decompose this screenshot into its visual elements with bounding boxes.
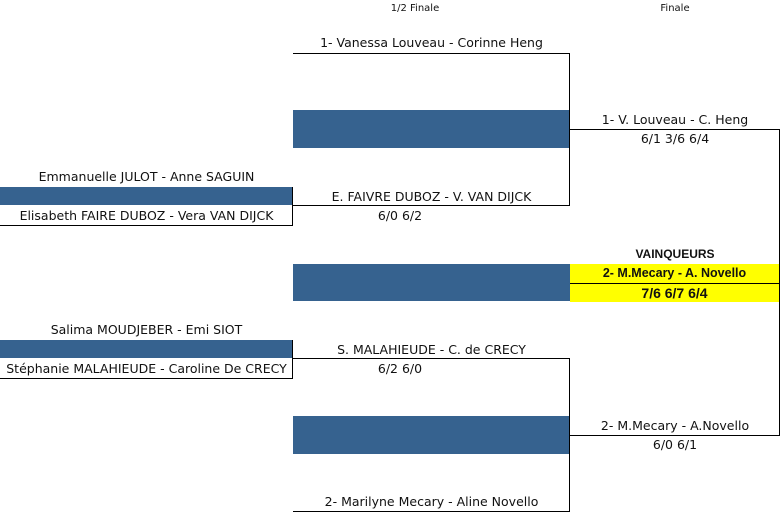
semifinal-slot-3-line [293, 358, 570, 359]
match-2-blue-bar [0, 340, 293, 358]
semifinal-bracket-bottom [569, 358, 570, 512]
match-2-top-pair: Salima MOUDJEBER - Emi SIOT [50, 322, 243, 337]
final-slot-1-line [570, 129, 780, 130]
winner-score: 7/6 6/7 6/4 [570, 283, 779, 302]
semifinal-blue-bar-2 [293, 264, 570, 301]
semifinal-slot-4-pair: 2- Marilyne Mecary - Aline Novello [324, 494, 539, 509]
final-slot-1-pair: 1- V. Louveau - C. Heng [601, 112, 749, 127]
semifinal-header: 1/2 Finale [390, 3, 440, 14]
semifinal-slot-4-line [293, 511, 570, 512]
semifinal-blue-bar-3 [293, 416, 570, 454]
winner-title: VAINQUEURS [635, 247, 715, 261]
match-2-bottom-line [0, 378, 293, 379]
match-1-bottom-pair: Elisabeth FAIRE DUBOZ - Vera VAN DIJCK [19, 208, 274, 223]
match-2-bracket [292, 340, 293, 379]
final-header: Finale [660, 3, 690, 14]
match-1-bottom-line [0, 225, 293, 226]
semifinal-blue-bar-1 [293, 110, 570, 148]
final-slot-2-pair: 2- M.Mecary - A.Novello [600, 418, 750, 433]
semifinal-slot-3-score: 6/2 6/0 [377, 361, 423, 376]
semifinal-slot-2-score: 6/0 6/2 [377, 208, 423, 223]
semifinal-slot-1-pair: 1- Vanessa Louveau - Corinne Heng [320, 35, 543, 50]
semifinal-slot-3-pair: S. MALAHIEUDE - C. de CRECY [337, 342, 526, 357]
semifinal-slot-2-pair: E. FAIVRE DUBOZ - V. VAN DIJCK [331, 189, 532, 204]
winner-pair: 2- M.Mecary - A. Novello [570, 264, 779, 283]
semifinal-slot-2-line [293, 205, 570, 206]
match-1-bracket [292, 187, 293, 226]
final-slot-2-line [570, 435, 780, 436]
match-1-top-pair: Emmanuelle JULOT - Anne SAGUIN [38, 169, 255, 184]
match-1-blue-bar [0, 187, 293, 205]
final-slot-1-score: 6/1 3/6 6/4 [640, 131, 710, 146]
semifinal-slot-1-line [293, 53, 570, 54]
match-2-bottom-pair: Stéphanie MALAHIEUDE - Caroline De CRECY [6, 361, 287, 376]
final-slot-2-score: 6/0 6/1 [652, 437, 698, 452]
semifinal-bracket-top [569, 53, 570, 206]
